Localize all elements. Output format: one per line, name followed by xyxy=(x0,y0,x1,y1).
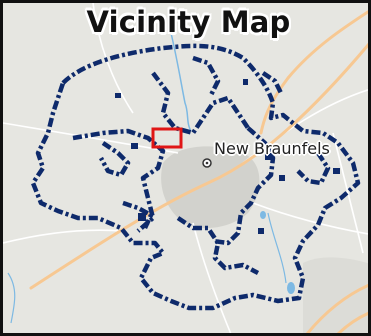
parcel xyxy=(115,93,121,98)
parcel xyxy=(333,168,340,174)
highway-north xyxy=(259,10,368,135)
minor-road-5 xyxy=(3,229,124,244)
highway-southeast xyxy=(305,283,368,333)
parcel xyxy=(279,175,285,181)
parcel xyxy=(265,153,273,160)
red-rectangle-icon[interactable] xyxy=(151,127,183,149)
boundary-west-cluster xyxy=(99,141,131,178)
highway-diagonal xyxy=(29,42,368,290)
highway-south-edge xyxy=(336,311,368,333)
minor-road-4 xyxy=(92,3,134,114)
parcel xyxy=(258,228,264,234)
city-dot-inner xyxy=(205,161,209,165)
boundary-north-lobe xyxy=(192,55,221,97)
river-north xyxy=(170,32,192,132)
boundary-inner-west xyxy=(72,128,166,233)
minor-road-3 xyxy=(192,222,232,333)
parcel xyxy=(138,213,146,221)
lake xyxy=(287,282,295,294)
minor-road-7 xyxy=(332,132,364,254)
major-roads xyxy=(29,10,368,333)
city-label: New Braunfels xyxy=(214,139,330,158)
boundary-inner-south xyxy=(176,216,260,275)
map-title: Vicinity Map xyxy=(86,5,291,39)
pond xyxy=(260,211,266,219)
river-south xyxy=(267,212,287,284)
boundary-southwest xyxy=(122,200,154,229)
boundary-inner-north xyxy=(151,71,250,136)
city-dot-icon xyxy=(202,158,212,168)
minor-road-6 xyxy=(252,202,368,235)
boundary-outer xyxy=(30,43,361,311)
minor-roads xyxy=(3,3,368,333)
urban-area-southeast xyxy=(303,257,368,333)
parcel xyxy=(131,143,138,149)
parcel-blocks xyxy=(115,79,340,234)
urban-area xyxy=(161,146,260,229)
boundary-lines xyxy=(30,43,361,311)
map-canvas[interactable] xyxy=(3,3,371,336)
water-features xyxy=(7,32,295,324)
river-west xyxy=(7,272,16,324)
boundary-east-lobe xyxy=(296,141,331,186)
parcel xyxy=(243,79,248,85)
boundary-inner-east xyxy=(212,126,276,246)
boundary-northeast xyxy=(261,71,284,95)
